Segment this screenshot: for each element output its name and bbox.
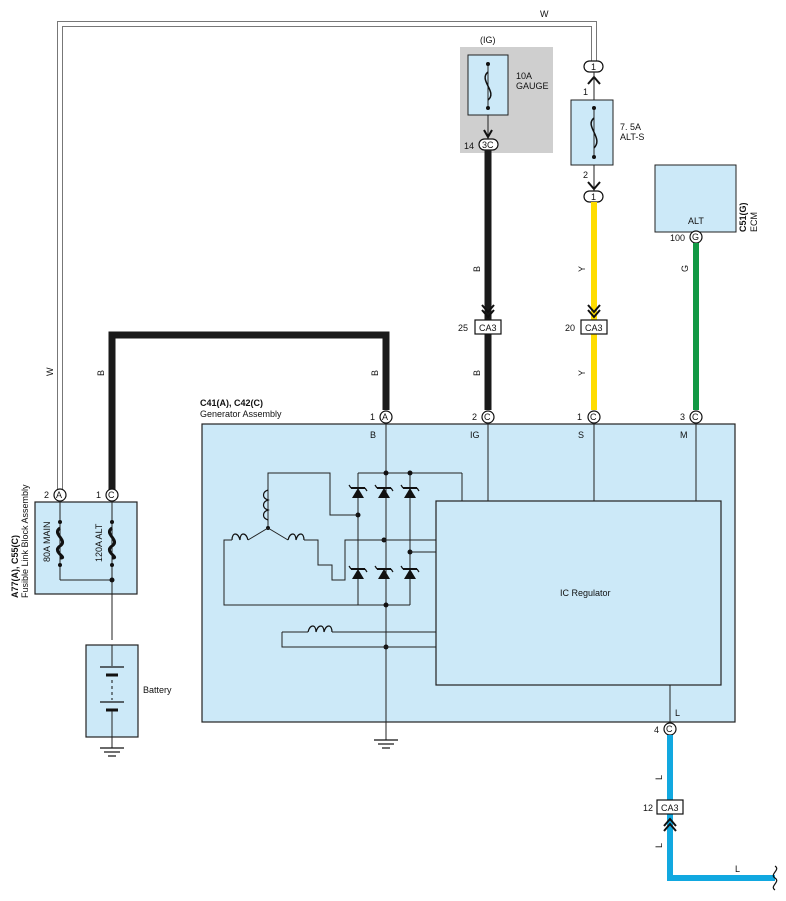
svg-text:CA3: CA3 [661,803,679,813]
field-coil [281,625,436,648]
svg-text:1: 1 [591,62,596,72]
ecm-terminal: ALT [688,216,704,226]
svg-text:1: 1 [370,412,375,422]
battery-label: Battery [143,685,172,695]
svg-text:M: M [680,430,688,440]
ecm-name: ECM [749,212,759,232]
svg-text:B: B [472,370,482,376]
fuse-main-label: 80A MAIN [42,521,52,562]
svg-text:C: C [692,412,699,422]
svg-text:2: 2 [583,170,588,180]
svg-text:CA3: CA3 [585,323,603,333]
gauge-fuse-rating: 10A [516,71,532,81]
alts-fuse-rating: 7. 5A [620,122,641,132]
ic-regulator-label: IC Regulator [560,588,611,598]
svg-text:C: C [108,490,115,500]
svg-text:Y: Y [577,370,587,376]
svg-text:2: 2 [44,490,49,500]
ecm-code: C51(G) [738,202,748,232]
fuse-80a-icon [55,526,65,560]
generator-name: Generator Assembly [200,409,282,419]
svg-text:1: 1 [591,192,596,202]
svg-text:L: L [654,843,664,848]
svg-text:S: S [578,430,584,440]
svg-text:12: 12 [643,803,653,813]
wire-break-icon [772,865,778,891]
ca3-connector-ig [474,319,502,335]
svg-text:2: 2 [472,412,477,422]
svg-text:1: 1 [96,490,101,500]
w-wire [57,21,597,495]
fusible-link-name: Fusible Link Block Assembly [20,484,30,598]
svg-text:1: 1 [577,412,582,422]
ecm-box [654,164,737,233]
svg-text:G: G [692,232,699,242]
svg-text:100: 100 [670,233,685,243]
svg-text:20: 20 [565,323,575,333]
battery-ground-icon [100,747,124,757]
svg-text:CA3: CA3 [479,323,497,333]
svg-text:B: B [370,430,376,440]
gauge-supply-label: (IG) [480,35,496,45]
alts-fuse-box [570,99,614,166]
fusible-link-code: A77(A), C55(C) [10,535,20,598]
generator-code: C41(A), C42(C) [200,398,263,408]
w-wire-label-top: W [540,9,549,19]
gauge-fuse-icon [484,71,492,101]
ca3-connector-s [580,319,608,335]
ic-regulator [435,500,722,686]
svg-text:G: G [680,265,690,272]
svg-text:B: B [472,266,482,272]
svg-text:A: A [382,412,388,422]
fusible-link-block [34,501,138,595]
stator-coils [223,472,384,606]
ca3-connector-l [656,799,684,815]
svg-text:1: 1 [583,87,588,97]
svg-text:C: C [590,412,597,422]
svg-text:3: 3 [680,412,685,422]
gauge-pin: 14 [464,141,474,151]
svg-text:L: L [675,708,680,718]
svg-text:Y: Y [577,266,587,272]
svg-text:25: 25 [458,323,468,333]
b-wire-main [108,331,390,490]
svg-text:IG: IG [470,430,480,440]
svg-text:C: C [484,412,491,422]
rectifier-bridge [348,470,463,650]
w-wire-label-left: W [45,367,55,376]
svg-text:3C: 3C [482,140,494,150]
svg-text:A: A [56,490,62,500]
b-wire-label-left: B [96,370,106,376]
svg-text:4: 4 [654,725,659,735]
svg-text:C: C [666,724,673,734]
ground-icon [374,739,398,749]
svg-text:L: L [735,864,740,874]
b-wire-label-a: B [370,370,380,376]
alts-fuse-icon [590,117,598,149]
l-wire [667,735,775,881]
fuse-alt-label: 120A ALT [94,523,104,562]
fuse-120a-icon [107,526,117,560]
gauge-fuse-name: GAUGE [516,81,549,91]
svg-text:L: L [654,775,664,780]
alts-fuse-name: ALT-S [620,132,644,142]
